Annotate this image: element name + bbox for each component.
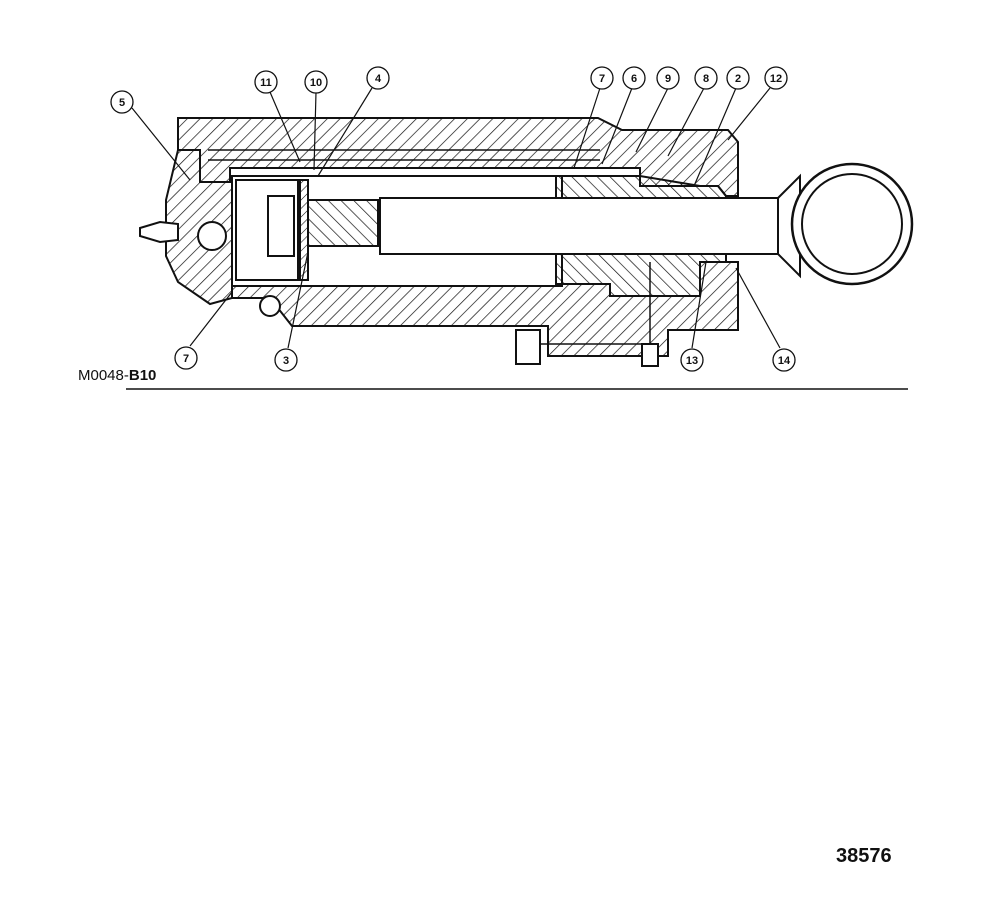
grease-fitting [139,220,179,244]
svg-text:7: 7 [183,353,189,365]
figure-code-prefix: M0048- [78,367,129,384]
svg-text:5: 5 [119,97,125,109]
piston-seal-ring [297,179,309,281]
bleed-screw [259,295,281,317]
svg-text:7: 7 [599,73,605,85]
svg-text:2: 2 [735,73,741,85]
svg-text:3: 3 [283,355,289,367]
svg-text:14: 14 [778,355,791,367]
svg-text:10: 10 [310,77,322,89]
rod-eye-inner [801,173,903,275]
callout-8: 8 [694,66,718,90]
svg-text:8: 8 [703,73,709,85]
bleed-fitting [641,343,659,367]
hydraulic-port-fitting [515,329,541,365]
svg-text:4: 4 [375,73,382,85]
callout-2: 2 [726,66,750,90]
document-number: 38576 [836,845,892,867]
callout-9: 9 [656,66,680,90]
rod-thread [307,199,379,247]
svg-text:13: 13 [686,355,698,367]
callout-10: 10 [304,70,328,94]
figure-code-suffix: B10 [129,367,157,384]
callout-5: 5 [110,90,134,114]
piston-nut [267,195,295,257]
callout-leaders [131,87,781,349]
figure-code: M0048-B10 [78,367,156,384]
callout-7-top: 7 [590,66,614,90]
callout-7-bottom: 7 [174,346,198,370]
piston-rod [379,197,779,255]
callout-14: 14 [772,348,796,372]
svg-text:9: 9 [665,73,671,85]
ball-check [197,221,227,251]
cylinder-drawing [139,117,914,367]
callout-4: 4 [366,66,390,90]
callout-6: 6 [622,66,646,90]
svg-text:11: 11 [260,77,272,89]
callout-12: 12 [764,66,788,90]
svg-text:12: 12 [770,73,782,85]
svg-text:6: 6 [631,73,637,85]
callout-11: 11 [254,70,278,94]
callout-3: 3 [274,348,298,372]
callout-labels: 5 11 10 4 7 6 9 8 [110,66,796,372]
rod-eye-neck [777,173,801,279]
callout-13: 13 [680,348,704,372]
